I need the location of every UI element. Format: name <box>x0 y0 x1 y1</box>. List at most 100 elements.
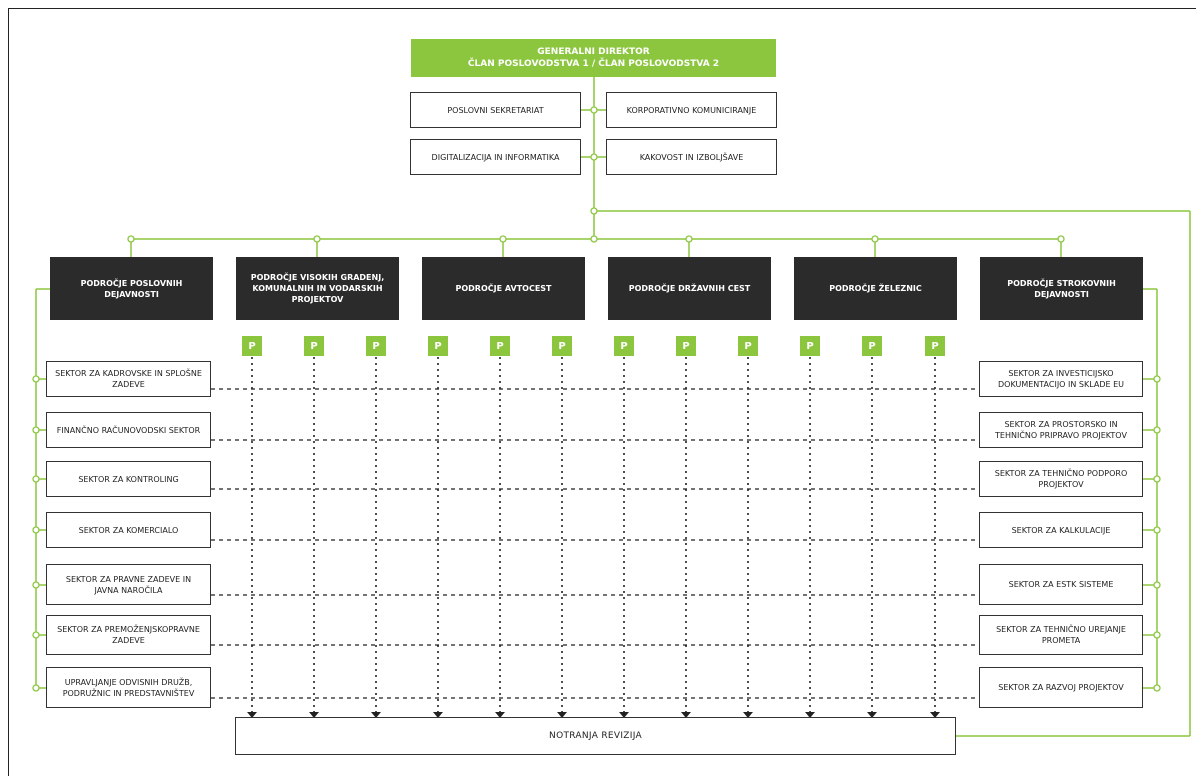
project-marker: P <box>428 336 448 356</box>
left-sector: SEKTOR ZA KONTROLING <box>46 461 211 497</box>
area-label: PODROČJE STROKOVNIH DEJAVNOSTI <box>1007 278 1116 299</box>
sector-label: SEKTOR ZA KOMERCIALO <box>78 525 179 535</box>
area-zeleznice: PODROČJE ŽELEZNIC <box>794 257 957 320</box>
right-sector: SEKTOR ZA PROSTORSKO IN TEHNIČNO PRIPRAV… <box>979 412 1143 448</box>
connector-node <box>1153 426 1161 434</box>
area-label: PODROČJE POSLOVNIH DEJAVNOSTI <box>80 278 183 299</box>
sector-label: SEKTOR ZA KADROVSKE IN SPLOŠNE ZADEVE <box>55 369 202 389</box>
area-avtoceste: PODROČJE AVTOCEST <box>422 257 585 320</box>
connector-node <box>32 526 40 534</box>
sector-label: SEKTOR ZA INVESTICIJSKO DOKUMENTACIJO IN… <box>997 369 1125 389</box>
arrow-head <box>309 712 319 718</box>
staff-kakovost: KAKOVOST IN IZBOLJŠAVE <box>606 139 777 175</box>
project-marker: P <box>925 336 945 356</box>
connector-node <box>32 581 40 589</box>
left-sector: FINANČNO RAČUNOVODSKI SEKTOR <box>46 412 211 448</box>
project-marker: P <box>242 336 262 356</box>
arrow-head <box>743 712 753 718</box>
project-marker: P <box>800 336 820 356</box>
connector-node <box>871 235 879 243</box>
left-sector: SEKTOR ZA KOMERCIALO <box>46 512 211 548</box>
staff-digitalizacija: DIGITALIZACIJA IN INFORMATIKA <box>410 139 581 175</box>
sector-label: SEKTOR ZA TEHNIČNO UREJANJE PROMETA <box>996 625 1126 645</box>
connector-node <box>590 207 598 215</box>
arrow-head <box>433 712 443 718</box>
connector-node <box>32 631 40 639</box>
left-sector: SEKTOR ZA PREMOŽENJSKOPRAVNE ZADEVE <box>46 615 211 655</box>
sector-label: SEKTOR ZA ESTK SISTEME <box>1008 580 1114 589</box>
sector-label: SEKTOR ZA KONTROLING <box>78 474 179 484</box>
connector-node <box>1153 475 1161 483</box>
left-sector: SEKTOR ZA PRAVNE ZADEVE IN JAVNA NAROČIL… <box>46 564 211 605</box>
staff-label: DIGITALIZACIJA IN INFORMATIKA <box>431 152 560 162</box>
general-director-title: GENERALNI DIREKTOR <box>537 47 650 57</box>
arrow-head <box>371 712 381 718</box>
connector-node <box>32 684 40 692</box>
management-board-title: ČLAN POSLOVODSTVA 1 / ČLAN POSLOVODSTVA … <box>467 59 720 69</box>
project-marker: P <box>552 336 572 356</box>
arrow-head <box>557 712 567 718</box>
sector-label: SEKTOR ZA PRAVNE ZADEVE IN JAVNA NAROČIL… <box>65 574 192 595</box>
project-marker: P <box>862 336 882 356</box>
arrow-head <box>495 712 505 718</box>
area-poslovne-dejavnosti: PODROČJE POSLOVNIH DEJAVNOSTI <box>50 257 213 320</box>
connector-node <box>313 235 321 243</box>
area-label: PODROČJE AVTOCEST <box>455 284 552 293</box>
arrow-head <box>930 712 940 718</box>
connector-node <box>127 235 135 243</box>
connector-node <box>1153 684 1161 692</box>
sector-label: SEKTOR ZA TEHNIČNO PODPORO PROJEKTOV <box>994 469 1128 489</box>
arrow-head <box>681 712 691 718</box>
area-label: PODROČJE VISOKIH GRADENJ, KOMUNALNIH IN … <box>250 273 385 304</box>
project-marker: P <box>304 336 324 356</box>
staff-korporativno: KORPORATIVNO KOMUNICIRANJE <box>606 92 777 128</box>
connector-node <box>499 235 507 243</box>
staff-label: POSLOVNI SEKRETARIAT <box>447 105 544 115</box>
right-sector: SEKTOR ZA TEHNIČNO UREJANJE PROMETA <box>979 615 1143 655</box>
sector-label: SEKTOR ZA PROSTORSKO IN TEHNIČNO PRIPRAV… <box>995 420 1127 440</box>
right-sector: SEKTOR ZA ESTK SISTEME <box>979 564 1143 605</box>
internal-audit-label: NOTRANJA REVIZIJA <box>549 730 642 741</box>
arrow-head <box>247 712 257 718</box>
connector-node <box>32 475 40 483</box>
connector-node <box>1153 631 1161 639</box>
sector-label: UPRAVLJANJE ODVISNIH DRUŽB, PODRUŽNIC IN… <box>62 677 195 698</box>
staff-label: KORPORATIVNO KOMUNICIRANJE <box>626 105 757 115</box>
area-label: PODROČJE DRŽAVNIH CEST <box>628 284 751 293</box>
connector-node <box>32 426 40 434</box>
arrow-head <box>867 712 877 718</box>
right-sector: SEKTOR ZA INVESTICIJSKO DOKUMENTACIJO IN… <box>979 361 1143 397</box>
left-sector: SEKTOR ZA KADROVSKE IN SPLOŠNE ZADEVE <box>46 361 211 397</box>
project-marker: P <box>490 336 510 356</box>
connector-node <box>685 235 693 243</box>
connector-node <box>590 106 598 114</box>
internal-audit-box: NOTRANJA REVIZIJA <box>235 717 956 755</box>
left-sector: UPRAVLJANJE ODVISNIH DRUŽB, PODRUŽNIC IN… <box>46 667 211 708</box>
project-marker: P <box>614 336 634 356</box>
area-label: PODROČJE ŽELEZNIC <box>829 284 922 293</box>
sector-label: SEKTOR ZA PREMOŽENJSKOPRAVNE ZADEVE <box>57 625 200 645</box>
project-marker: P <box>676 336 696 356</box>
connector-node <box>1153 375 1161 383</box>
arrow-head <box>619 712 629 718</box>
sector-label: FINANČNO RAČUNOVODSKI SEKTOR <box>56 425 201 435</box>
staff-poslovni-sekretariat: POSLOVNI SEKRETARIAT <box>410 92 581 128</box>
project-marker: P <box>366 336 386 356</box>
arrow-head <box>805 712 815 718</box>
connector-node <box>590 153 598 161</box>
right-sector: SEKTOR ZA TEHNIČNO PODPORO PROJEKTOV <box>979 461 1143 497</box>
connector-node <box>1153 526 1161 534</box>
staff-label: KAKOVOST IN IZBOLJŠAVE <box>639 152 744 162</box>
right-sector: SEKTOR ZA KALKULACIJE <box>979 512 1143 548</box>
sector-label: SEKTOR ZA KALKULACIJE <box>1011 525 1111 535</box>
area-visoke-gradnje: PODROČJE VISOKIH GRADENJ, KOMUNALNIH IN … <box>236 257 399 320</box>
area-drzavne-ceste: PODROČJE DRŽAVNIH CEST <box>608 257 771 320</box>
connector-node <box>590 235 598 243</box>
connector-node <box>32 375 40 383</box>
connector-node <box>1057 235 1065 243</box>
page-frame <box>8 8 1196 776</box>
project-marker: P <box>738 336 758 356</box>
right-sector: SEKTOR ZA RAZVOJ PROJEKTOV <box>979 667 1143 708</box>
